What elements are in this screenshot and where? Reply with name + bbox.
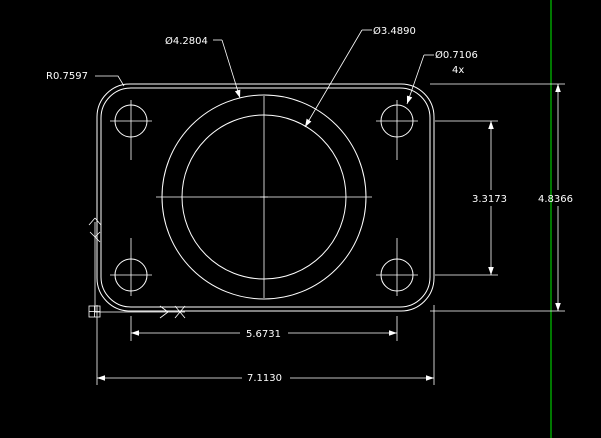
overall-width-dimension[interactable]: 7.1130 xyxy=(96,305,435,385)
bolt-hole-diameter-leader[interactable]: Ø0.7106 4x xyxy=(406,49,478,105)
hole-spacing-horizontal-dimension[interactable]: 5.6731 xyxy=(130,316,398,341)
large-inner-diameter-leader[interactable]: Ø3.4890 xyxy=(304,25,416,128)
bolt-hole-top-left[interactable] xyxy=(110,100,152,160)
large-outer-diameter-label: Ø4.2804 xyxy=(165,35,208,47)
bolt-hole-top-right[interactable] xyxy=(376,100,418,160)
fillet-radius-label: R0.7597 xyxy=(46,71,88,82)
overall-height-label: 4.8366 xyxy=(538,194,573,205)
large-outer-diameter-leader[interactable]: Ø4.2804 xyxy=(165,35,241,99)
bolt-hole-diameter-label: Ø0.7106 xyxy=(435,49,478,61)
plate-inner-outline[interactable] xyxy=(100,87,431,308)
fillet-radius-leader[interactable]: R0.7597 xyxy=(46,71,125,87)
hole-spacing-vertical-label: 3.3173 xyxy=(472,194,507,205)
hole-spacing-horizontal-label: 5.6731 xyxy=(246,329,281,340)
large-inner-diameter-label: Ø3.4890 xyxy=(373,25,416,37)
overall-width-label: 7.1130 xyxy=(247,373,282,384)
plate-outline[interactable] xyxy=(96,83,435,312)
hole-spacing-vertical-dimension[interactable]: 3.3173 xyxy=(435,120,507,276)
ucs-icon xyxy=(88,217,186,319)
overall-height-dimension[interactable]: 4.8366 xyxy=(430,83,573,312)
bolt-hole-bottom-left[interactable] xyxy=(110,238,152,296)
bolt-hole-bottom-right[interactable] xyxy=(376,238,418,296)
bolt-hole-count-label: 4x xyxy=(452,65,464,76)
